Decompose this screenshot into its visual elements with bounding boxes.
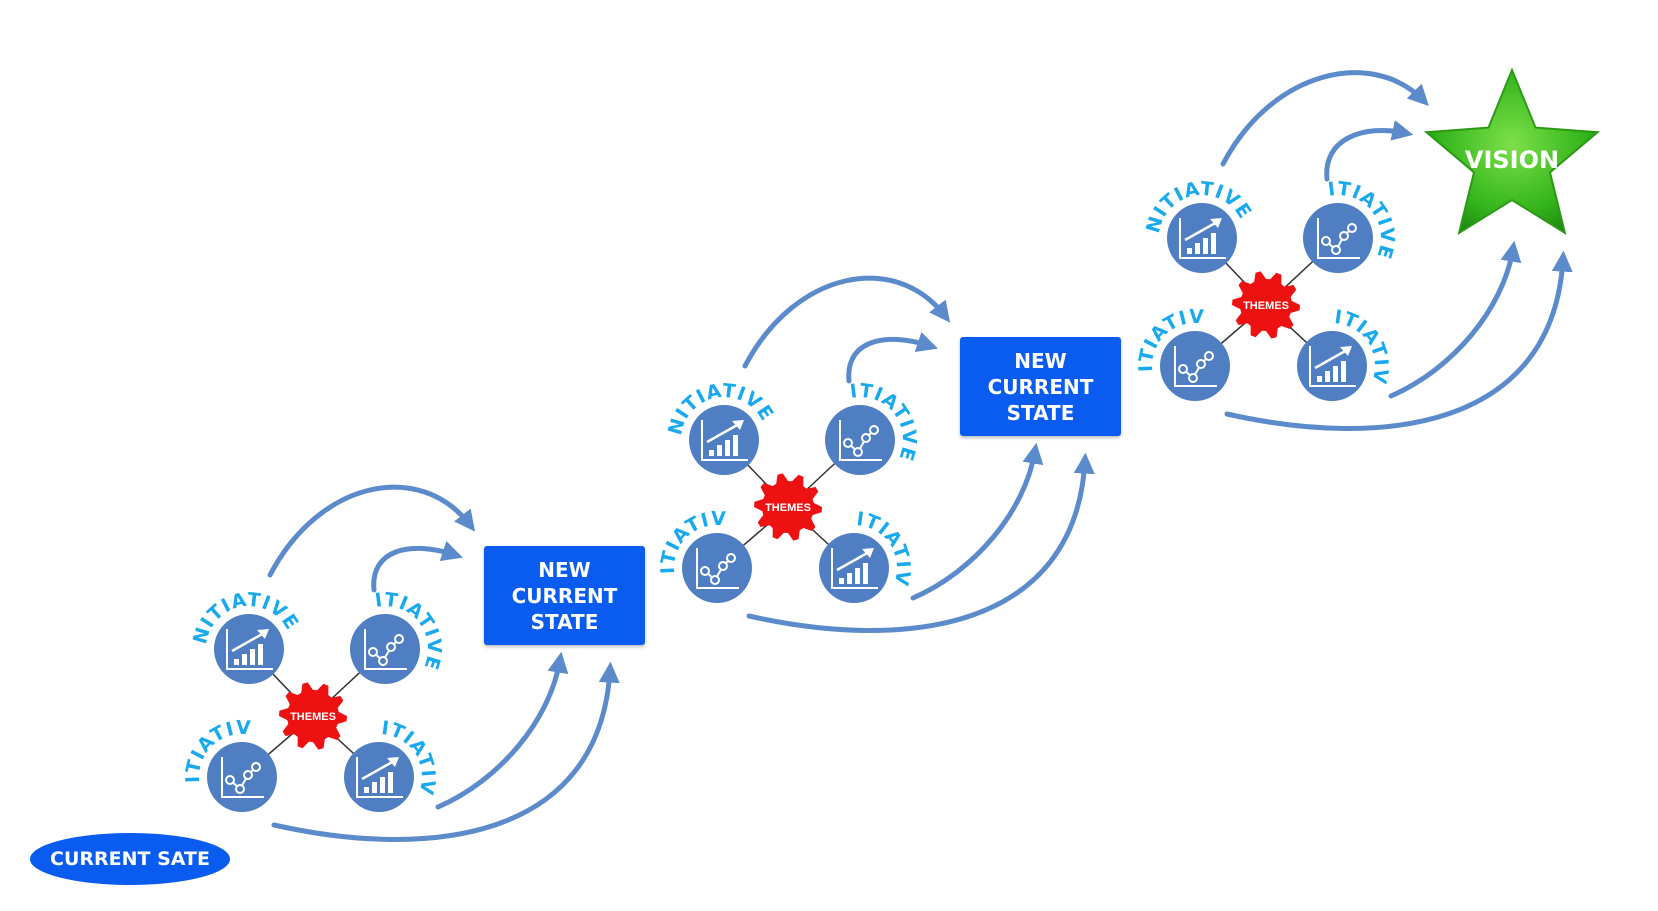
line-chart-icon [1317, 218, 1360, 259]
initiative-circle [1167, 203, 1237, 273]
line-chart-icon [1174, 346, 1217, 387]
arrow-bottom-outer [746, 452, 1095, 633]
initiatives-label: INITIATIVES [467, 0, 727, 574]
initiatives-label: INITIATIVES [0, 0, 252, 783]
gear-icon [279, 682, 347, 750]
bar-chart-growth-icon [1309, 346, 1356, 387]
bar-chart-growth-icon [1179, 218, 1226, 259]
initiative-circle [344, 742, 414, 812]
gear-icon [1232, 271, 1300, 339]
line-chart-icon [696, 548, 739, 589]
arrow-bottom-inner [910, 442, 1044, 601]
state-box-line2: STATE [530, 609, 599, 634]
current-state-label: CURRENT SATE [50, 848, 210, 870]
arrow-bottom-outer [271, 661, 620, 842]
line-chart-icon [364, 629, 407, 670]
initiative-circle [819, 533, 889, 603]
initiative-circle [207, 742, 277, 812]
state-box-line2: STATE [1006, 400, 1075, 425]
state-box-line1: NEW CURRENT [987, 348, 1094, 399]
initiatives-label: INITIATIVES [467, 0, 915, 588]
initiative-circle [682, 533, 752, 603]
bar-chart-growth-icon [226, 629, 273, 670]
initiatives-label: INITIATIVES [468, 0, 778, 437]
arrow-top-inner [1324, 120, 1414, 182]
initiatives-label: INITIATIVES [946, 0, 1256, 235]
initiatives-label: INITIATIVES [945, 0, 1205, 372]
themes-label: THEMES [765, 502, 811, 514]
themes-cluster-1: INITIATIVESINITIATIVESINITIATIVESINITIAT… [0, 0, 445, 812]
initiative-circle [350, 614, 420, 684]
gear-icon [754, 473, 822, 541]
arrow-bottom-inner [435, 651, 569, 810]
arrow-top-outer [267, 484, 476, 578]
initiative-circle [214, 614, 284, 684]
initiatives-label: INITIATIVES [0, 0, 303, 646]
initiative-circle [825, 405, 895, 475]
new-current-state-box-2: NEW CURRENT STATE [960, 337, 1121, 436]
initiative-circle [689, 405, 759, 475]
star-icon [1423, 67, 1601, 235]
initiative-circle [1297, 331, 1367, 401]
initiative-circle [1160, 331, 1230, 401]
arrow-bottom-outer [1224, 250, 1573, 431]
arrow-top-outer [1220, 70, 1429, 167]
bar-chart-growth-icon [831, 548, 878, 589]
line-chart-icon [839, 420, 882, 461]
bar-chart-growth-icon [701, 420, 748, 461]
arrow-top-outer [742, 275, 951, 369]
new-current-state-box-1: NEW CURRENT STATE [484, 546, 645, 645]
themes-cluster-2: INITIATIVESINITIATIVESINITIATIVESINITIAT… [467, 0, 921, 603]
bar-chart-growth-icon [356, 757, 403, 798]
vision-label: VISION [1465, 146, 1559, 174]
current-state-ellipse: CURRENT SATE [30, 833, 230, 885]
themes-label: THEMES [1243, 300, 1289, 312]
themes-label: THEMES [290, 711, 336, 723]
line-chart-icon [221, 757, 264, 798]
arrow-bottom-inner [1388, 240, 1522, 399]
arrow-top-inner [371, 541, 463, 593]
initiative-circle [1303, 203, 1373, 273]
arrow-top-inner [846, 332, 938, 384]
initiatives-label: INITIATIVES [0, 0, 445, 673]
state-box-line1: NEW CURRENT [511, 557, 618, 608]
initiatives-label: INITIATIVES [467, 0, 921, 464]
